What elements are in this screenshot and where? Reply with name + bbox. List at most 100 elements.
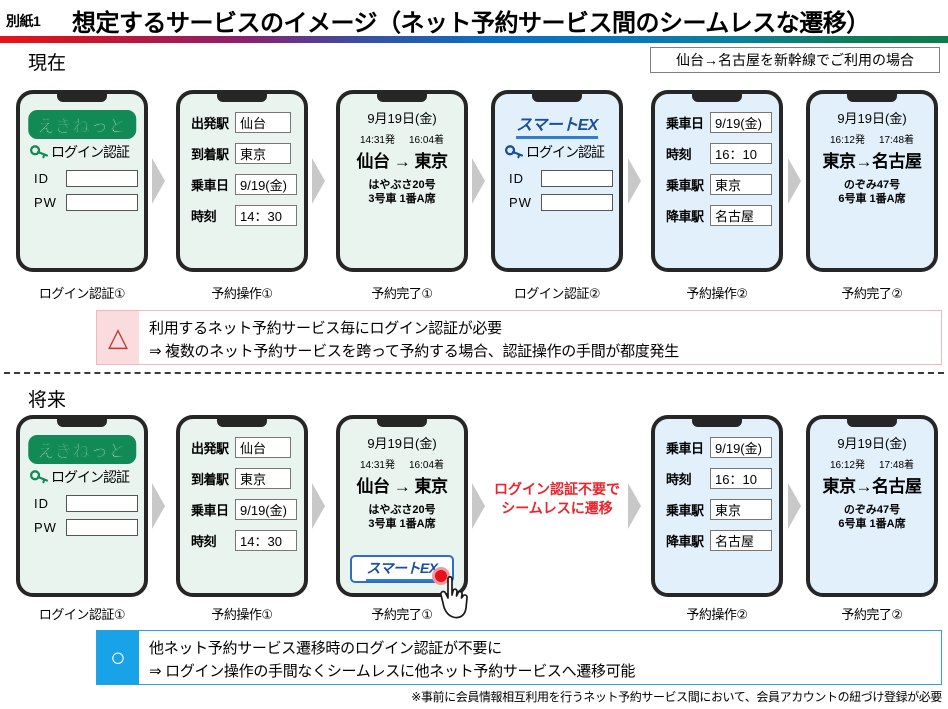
form-label: 乗車日	[666, 441, 704, 456]
caption-reserve-2-future: 予約操作②	[686, 607, 748, 622]
pw-label: PW	[34, 195, 57, 210]
form-row[interactable]: 乗車日 9/19(金)	[666, 437, 772, 458]
id-input[interactable]	[66, 495, 138, 512]
form-label: 時刻	[666, 472, 692, 487]
caption-reserve-2-current: 予約操作②	[686, 286, 748, 301]
ticket-depart-time: 14:31発	[359, 135, 395, 146]
ticket-train-seat: のぞみ47号 6号車 1番A席	[810, 504, 934, 532]
form-row[interactable]: 乗車駅 東京	[666, 174, 772, 195]
reserve-form-1: 出発駅 仙台 到着駅 東京 乗車日 9/19(金) 時刻 14：30	[191, 437, 297, 561]
form-row[interactable]: 到着駅 東京	[191, 143, 297, 164]
form-row[interactable]: 時刻 16：10	[666, 468, 772, 489]
form-row[interactable]: 時刻 16：10	[666, 143, 772, 164]
phone-notch	[217, 419, 267, 427]
id-label: ID	[34, 171, 49, 186]
case-note-text: 仙台→名古屋を新幹線でご利用の場合	[676, 52, 914, 68]
warning-line-1: 利用するネット予約サービス毎にログイン認証が必要	[149, 320, 502, 337]
form-label: 降車駅	[666, 534, 704, 549]
form-row[interactable]: 乗車日 9/19(金)	[666, 112, 772, 133]
ticket-route: 東京→名古屋	[822, 477, 923, 496]
form-row[interactable]: 出発駅 仙台	[191, 112, 297, 133]
form-value[interactable]: 16：10	[710, 143, 772, 164]
phone-notch	[57, 94, 107, 102]
form-value[interactable]: 名古屋	[710, 530, 772, 551]
caption-done-1-current: 予約完了①	[371, 286, 433, 301]
form-value[interactable]: 東京	[235, 143, 291, 164]
form-row[interactable]: 時刻 14：30	[191, 530, 297, 551]
phone-notch	[57, 419, 107, 427]
login-auth-label: ログイン認証	[51, 144, 130, 160]
id-label: ID	[34, 496, 49, 511]
phone-card-ticket-1-current[interactable]: 9月19日(金) 14:31発 16:04着 仙台 → 東京 はやぶさ20号 3…	[336, 90, 468, 272]
form-row[interactable]: 降車駅 名古屋	[666, 530, 772, 551]
form-value[interactable]: 東京	[710, 499, 772, 520]
ticket-arrive-time: 16:04着	[409, 135, 445, 146]
form-value[interactable]: 16：10	[710, 468, 772, 489]
phone-notch	[847, 419, 897, 427]
ticket-depart-time: 16:12発	[829, 460, 865, 471]
form-row[interactable]: 出発駅 仙台	[191, 437, 297, 458]
phone-card-reserve-2-current[interactable]: 乗車日 9/19(金) 時刻 16：10 乗車駅 東京 降車駅 名古屋	[651, 90, 783, 272]
form-value[interactable]: 東京	[710, 174, 772, 195]
id-field-row[interactable]: ID	[34, 495, 138, 512]
form-value[interactable]: 仙台	[235, 112, 291, 133]
ticket-seat: 6号車 1番A席	[838, 192, 906, 205]
ticket-1: 9月19日(金) 14:31発 16:04着 仙台 → 東京 はやぶさ20号 3…	[340, 108, 464, 207]
phone-card-login-ekinet-future[interactable]: えきねっと ログイン認証 ID PW	[16, 415, 148, 597]
pw-input[interactable]	[541, 194, 613, 211]
phone-card-ticket-1-future[interactable]: 9月19日(金) 14:31発 16:04着 仙台 → 東京 はやぶさ20号 3…	[336, 415, 468, 597]
phone-card-reserve-1-current[interactable]: 出発駅 仙台 到着駅 東京 乗車日 9/19(金) 時刻 14：30	[176, 90, 308, 272]
caption-done-2-current: 予約完了②	[841, 286, 903, 301]
hand-pointer-cursor	[440, 575, 468, 619]
pw-input[interactable]	[66, 519, 138, 536]
form-value[interactable]: 東京	[235, 468, 291, 489]
form-label: 出発駅	[191, 116, 229, 131]
phone-card-login-ekinet-current[interactable]: えきねっと ログイン認証 ID PW	[16, 90, 148, 272]
id-input[interactable]	[66, 170, 138, 187]
form-row[interactable]: 時刻 14：30	[191, 205, 297, 226]
pw-input[interactable]	[66, 194, 138, 211]
form-value[interactable]: 9/19(金)	[710, 112, 772, 133]
form-row[interactable]: 到着駅 東京	[191, 468, 297, 489]
phone-notch	[532, 94, 582, 102]
form-value[interactable]: 14：30	[235, 205, 297, 226]
ticket-depart-time: 16:12発	[829, 135, 865, 146]
form-label: 降車駅	[666, 209, 704, 224]
section-label-current: 現在	[28, 53, 67, 74]
warning-line-2: ⇒ 複数のネット予約サービスを跨って予約する場合、認証操作の手間が都度発生	[149, 343, 679, 361]
form-label: 乗車日	[666, 116, 704, 131]
phone-card-reserve-2-future[interactable]: 乗車日 9/19(金) 時刻 16：10 乗車駅 東京 降車駅 名古屋	[651, 415, 783, 597]
form-row[interactable]: 降車駅 名古屋	[666, 205, 772, 226]
flow-arrow-1-future	[152, 483, 165, 529]
smartex-logo: スマートEX	[366, 558, 438, 581]
form-value[interactable]: 9/19(金)	[235, 174, 297, 195]
reserve-form-1: 出発駅 仙台 到着駅 東京 乗車日 9/19(金) 時刻 14：30	[191, 112, 297, 236]
login-auth-row: ログイン認証	[30, 142, 130, 162]
form-row[interactable]: 乗車日 9/19(金)	[191, 499, 297, 520]
benefit-line-2: ⇒ ログイン操作の手間なくシームレスに他ネット予約サービスへ遷移可能	[149, 663, 636, 681]
pw-label: PW	[34, 520, 57, 535]
form-value[interactable]: 9/19(金)	[235, 499, 297, 520]
form-row[interactable]: 乗車駅 東京	[666, 499, 772, 520]
caption-reserve-1-future: 予約操作①	[211, 607, 273, 622]
form-value[interactable]: 9/19(金)	[710, 437, 772, 458]
form-value[interactable]: 名古屋	[710, 205, 772, 226]
id-input[interactable]	[541, 170, 613, 187]
id-field-row[interactable]: ID	[34, 170, 138, 187]
id-field-row[interactable]: ID	[509, 170, 613, 187]
pw-field-row[interactable]: PW	[509, 194, 613, 211]
form-row[interactable]: 乗車日 9/19(金)	[191, 174, 297, 195]
form-label: 出発駅	[191, 441, 229, 456]
form-label: 乗車駅	[666, 503, 704, 518]
pw-field-row[interactable]: PW	[34, 519, 138, 536]
pw-field-row[interactable]: PW	[34, 194, 138, 211]
form-value[interactable]: 仙台	[235, 437, 291, 458]
phone-card-ticket-2-current[interactable]: 9月19日(金) 16:12発 17:48着 東京→名古屋 のぞみ47号 6号車…	[806, 90, 938, 272]
form-value[interactable]: 14：30	[235, 530, 297, 551]
phone-card-reserve-1-future[interactable]: 出発駅 仙台 到着駅 東京 乗車日 9/19(金) 時刻 14：30	[176, 415, 308, 597]
phone-card-login-smartex-current[interactable]: スマートEX ログイン認証 ID PW	[491, 90, 623, 272]
key-icon	[30, 470, 48, 484]
ticket-train-seat: のぞみ47号 6号車 1番A席	[810, 179, 934, 207]
caption-reserve-1-current: 予約操作①	[211, 286, 273, 301]
phone-card-ticket-2-future[interactable]: 9月19日(金) 16:12発 17:48着 東京→名古屋 のぞみ47号 6号車…	[806, 415, 938, 597]
